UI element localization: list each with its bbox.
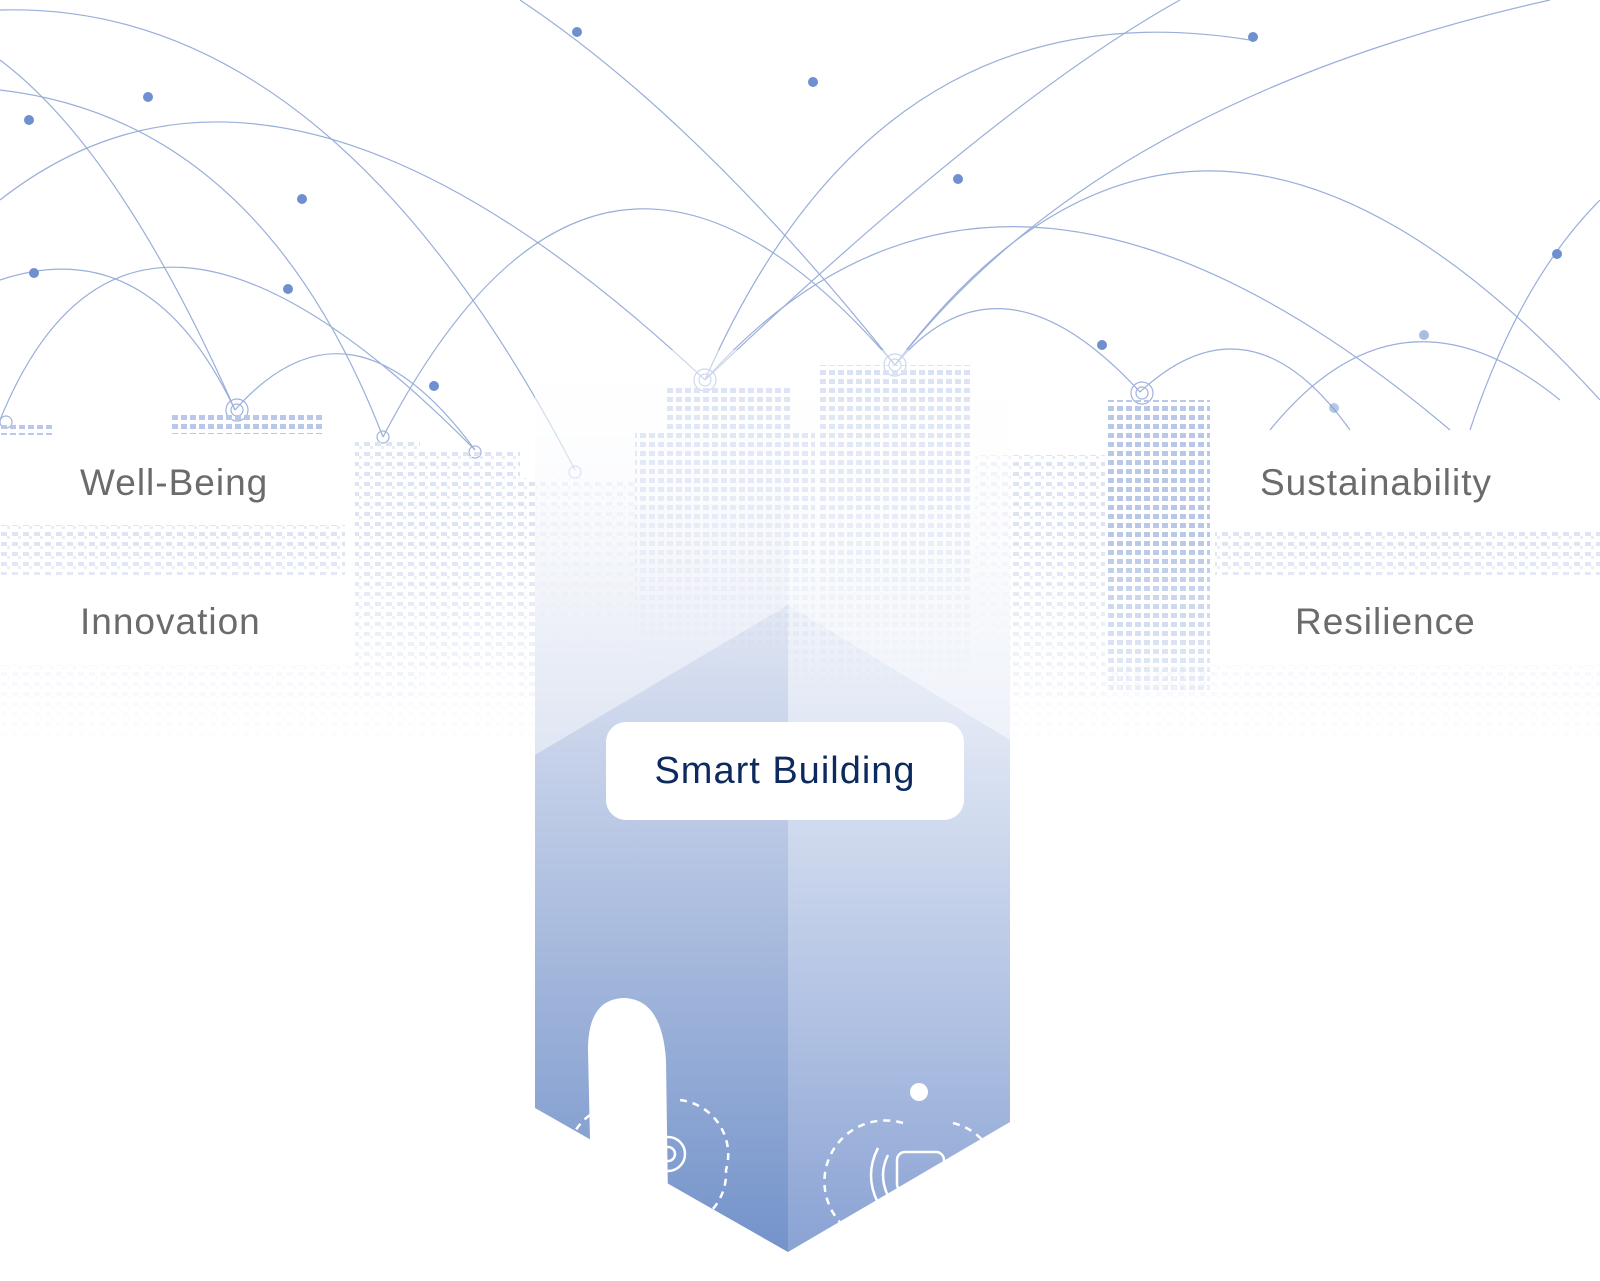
smart-building-title: Smart Building (654, 749, 916, 792)
fingerprint-sensor-icon (571, 1098, 730, 1222)
nfc-card-reader-icon (823, 1083, 992, 1242)
label-well-being: Well-Being (80, 462, 269, 503)
label-resilience: Resilience (1295, 601, 1476, 642)
label-sustainability: Sustainability (1260, 462, 1493, 503)
touch-finger-icon (588, 998, 668, 1200)
network-nodes (24, 27, 1562, 413)
smart-building-card: Smart Building (606, 722, 964, 820)
label-innovation: Innovation (80, 601, 261, 642)
